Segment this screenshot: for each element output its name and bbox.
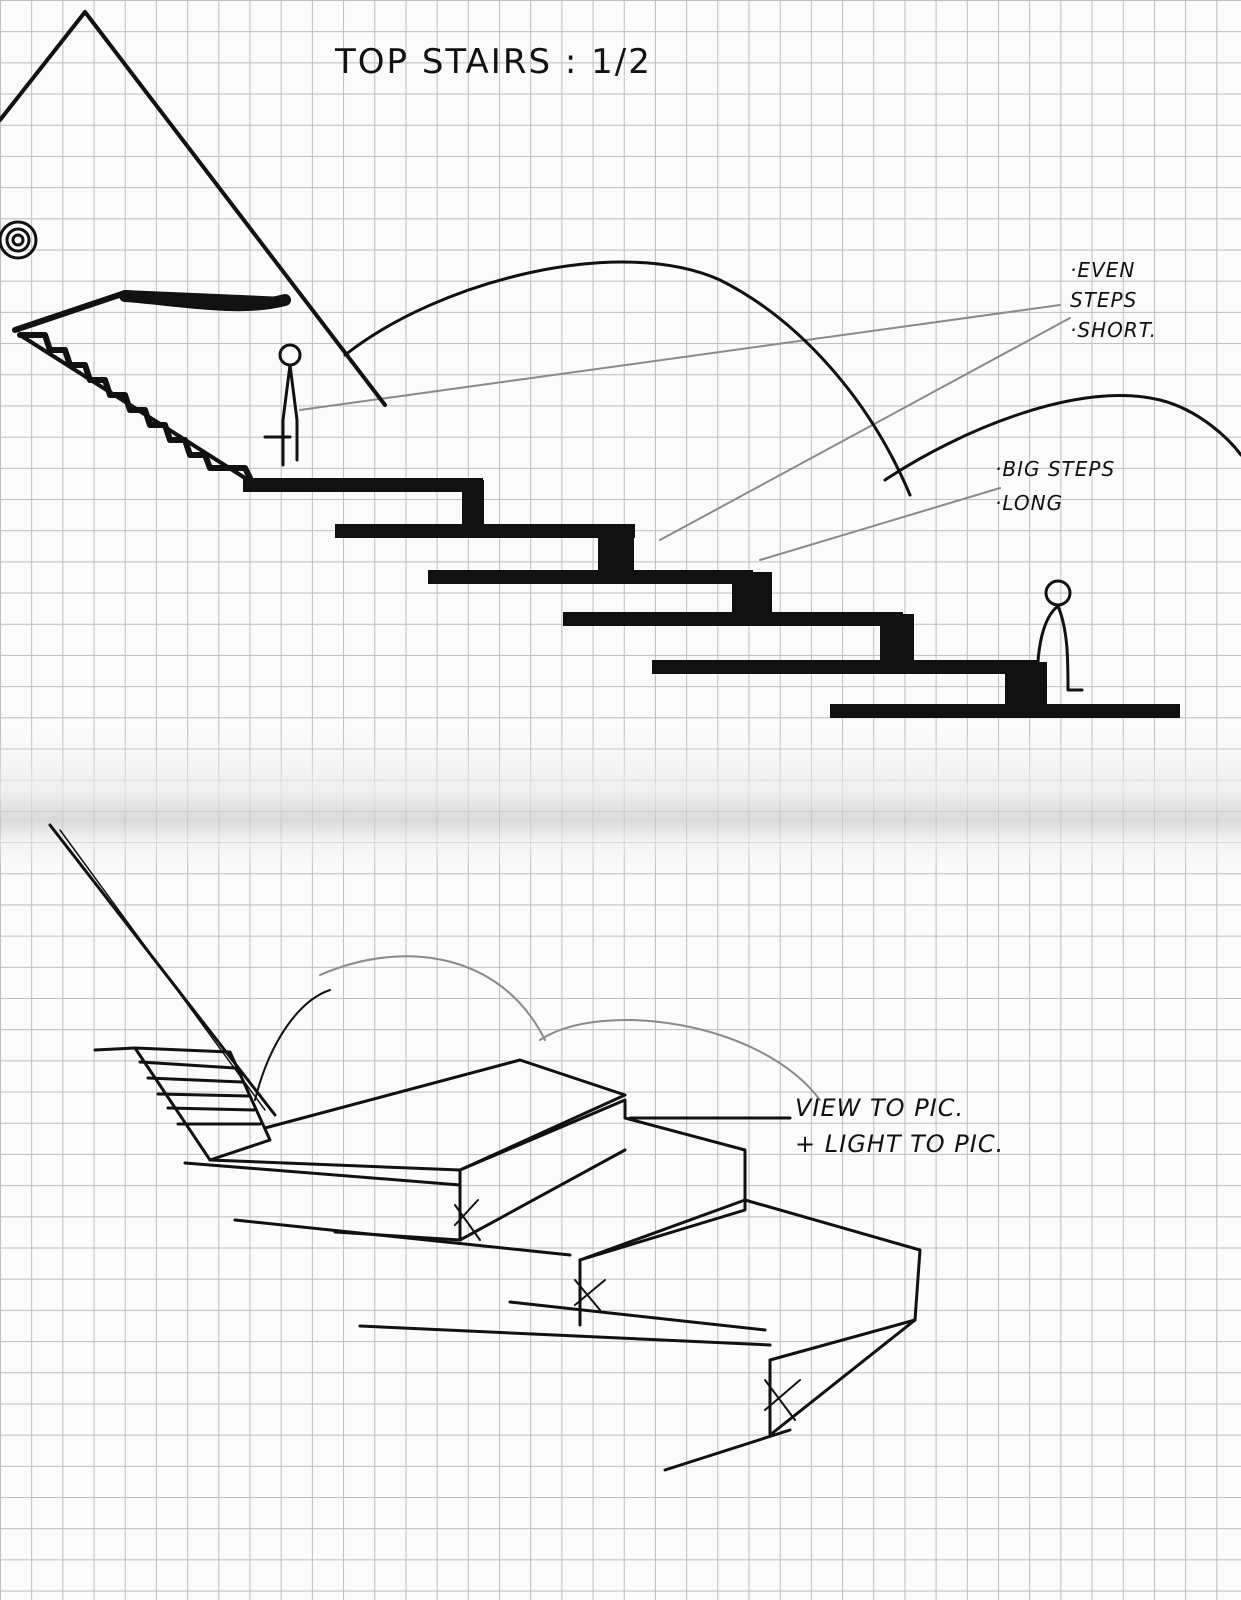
pencil-guide-line	[299, 304, 1061, 411]
ground-line	[233, 1218, 572, 1257]
hatch-marks	[454, 1199, 801, 1421]
short-stairs-stringer	[18, 333, 247, 480]
roof-line	[0, 10, 87, 122]
stair-tread	[335, 524, 635, 538]
stair-riser	[462, 480, 484, 528]
note-line: + LIGHT TO PIC.	[795, 1130, 1005, 1158]
note-view-light: VIEW TO PIC. + LIGHT TO PIC.	[795, 1090, 1004, 1162]
note-line: ·EVEN	[1070, 258, 1136, 282]
pencil-guide-line	[759, 487, 1001, 561]
arc-lower	[883, 394, 1241, 482]
ground-line	[508, 1300, 767, 1332]
note-line: ·LONG	[995, 491, 1064, 515]
figure-bottom	[1036, 579, 1084, 692]
stair-tread	[563, 612, 903, 626]
stair-riser	[880, 614, 914, 660]
ground-line	[663, 1428, 792, 1472]
note-line: VIEW TO PIC.	[795, 1094, 965, 1122]
spiral-icon	[0, 220, 38, 260]
block-1	[458, 1098, 747, 1262]
ground-line	[358, 1324, 772, 1347]
stair-riser	[1005, 662, 1047, 704]
block-1-side	[458, 1148, 627, 1327]
landing-slab	[208, 1058, 627, 1172]
stair-tread	[428, 570, 753, 584]
note-big-steps: ·BIG STEPS ·LONG	[995, 452, 1115, 520]
pencil-arc	[319, 955, 546, 1041]
note-line: ·SHORT.	[1070, 318, 1157, 342]
note-even-steps: ·EVEN STEPS ·SHORT.	[1070, 255, 1157, 345]
pencil-guide-line	[659, 317, 1071, 541]
note-line: STEPS	[1070, 288, 1138, 312]
narrow-stairs	[93, 1046, 272, 1162]
arc-lower-pen	[254, 989, 331, 1101]
block-2-side	[768, 1318, 917, 1437]
perspective-sketch	[48, 823, 922, 1472]
big-stairs-group	[243, 478, 1180, 718]
roof-line	[83, 10, 387, 407]
pencil-arc	[539, 1019, 821, 1101]
block-2	[578, 1198, 922, 1362]
note-line: ·BIG STEPS	[995, 457, 1116, 481]
arc-upper	[343, 260, 912, 497]
page-title: TOP STAIRS : 1/2	[335, 42, 652, 82]
upper-landing-shade	[119, 290, 291, 312]
stair-riser	[598, 526, 634, 572]
short-stairs	[17, 332, 253, 481]
stair-tread	[830, 704, 1180, 718]
stair-tread	[652, 660, 1037, 674]
narrow-stairs-steps	[138, 1060, 262, 1126]
figure-top	[263, 343, 302, 467]
roof-line-lower	[59, 829, 266, 1111]
page-fold	[0, 730, 1241, 870]
stair-tread	[243, 478, 483, 492]
